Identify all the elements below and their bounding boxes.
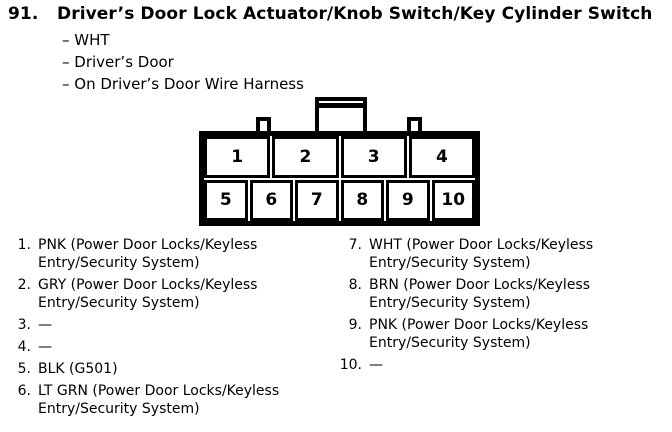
pin-description: WHT (Power Door Locks/Keyless Entry/Secu…: [369, 237, 594, 271]
connector-top-row: 1 2 3 4: [204, 136, 475, 178]
connector-latch-bar: [319, 103, 363, 108]
pin-number: 8.: [348, 277, 362, 293]
pin-description: BRN (Power Door Locks/Keyless Entry/Secu…: [369, 277, 591, 311]
entry-number: 91.: [8, 4, 39, 24]
pin-cell-label: 5: [219, 190, 232, 211]
pin-cell-label: 1: [231, 146, 244, 167]
pin-cell-label: 10: [441, 190, 466, 211]
pin-list-item-8: 8. BRN (Power Door Locks/Keyless Entry/S…: [332, 276, 670, 312]
pin-cell-10: 10: [431, 179, 475, 221]
pin-cell-label: 6: [265, 190, 278, 211]
pin-list-item-7: 7. WHT (Power Door Locks/Keyless Entry/S…: [332, 236, 670, 272]
pin-number: 7.: [348, 237, 362, 253]
connector-body: 1 2 3 4 5 6 7 8 9 10: [199, 131, 480, 226]
pin-description: PNK (Power Door Locks/Keyless Entry/Secu…: [38, 237, 258, 271]
pin-description: LT GRN (Power Door Locks/Keyless Entry/S…: [38, 383, 280, 417]
pin-cell-1: 1: [204, 136, 271, 178]
pin-list-item-2: 2. GRY (Power Door Locks/Keyless Entry/S…: [7, 276, 329, 312]
pin-list-item-10: 10. —: [332, 356, 670, 374]
pin-number: 4.: [17, 339, 31, 355]
pin-number: 1.: [17, 237, 31, 253]
pin-description: —: [38, 317, 52, 333]
pin-number: 9.: [348, 317, 362, 333]
attribute-harness: – On Driver’s Door Wire Harness: [62, 75, 304, 93]
pin-list-right: 7. WHT (Power Door Locks/Keyless Entry/S…: [332, 236, 670, 378]
pin-number: 10.: [339, 357, 362, 373]
connector-rib-right: [407, 117, 422, 133]
attribute-color: – WHT: [62, 31, 110, 49]
pin-number: 5.: [17, 361, 31, 377]
pin-cell-label: 7: [310, 190, 323, 211]
pin-cell-label: 2: [299, 146, 312, 167]
page-title: Driver’s Door Lock Actuator/Knob Switch/…: [57, 4, 653, 24]
attribute-location: – Driver’s Door: [62, 53, 174, 71]
connector-attributes: – WHT – Driver’s Door – On Driver’s Door…: [62, 29, 304, 95]
pin-cell-label: 3: [367, 146, 380, 167]
pin-cell-8: 8: [340, 179, 384, 221]
pin-cell-9: 9: [386, 179, 430, 221]
pin-cell-6: 6: [249, 179, 293, 221]
pin-description: —: [369, 357, 383, 373]
pin-list-item-5: 5. BLK (G501): [7, 360, 329, 378]
pin-list-left: 1. PNK (Power Door Locks/Keyless Entry/S…: [7, 236, 329, 422]
pin-cell-label: 8: [356, 190, 369, 211]
entry-title-row: 91. Driver’s Door Lock Actuator/Knob Swi…: [8, 4, 670, 24]
connector-latch: [315, 97, 367, 133]
pin-list-item-9: 9. PNK (Power Door Locks/Keyless Entry/S…: [332, 316, 670, 352]
pin-description: BLK (G501): [38, 361, 118, 377]
connector-rib-left: [256, 117, 271, 133]
pin-number: 6.: [17, 383, 31, 399]
pin-cell-2: 2: [272, 136, 339, 178]
pin-number: 2.: [17, 277, 31, 293]
connector-bottom-row: 5 6 7 8 9 10: [204, 179, 475, 221]
pin-cell-4: 4: [408, 136, 475, 178]
pin-cell-label: 9: [401, 190, 414, 211]
pin-description: PNK (Power Door Locks/Keyless Entry/Secu…: [369, 317, 589, 351]
pin-cell-3: 3: [340, 136, 407, 178]
pin-cell-5: 5: [204, 179, 248, 221]
pin-list-item-6: 6. LT GRN (Power Door Locks/Keyless Entr…: [7, 382, 329, 418]
pin-list-item-3: 3. —: [7, 316, 329, 334]
pin-list-item-1: 1. PNK (Power Door Locks/Keyless Entry/S…: [7, 236, 329, 272]
pin-list-item-4: 4. —: [7, 338, 329, 356]
pin-cell-7: 7: [295, 179, 339, 221]
pin-description: GRY (Power Door Locks/Keyless Entry/Secu…: [38, 277, 258, 311]
pin-number: 3.: [17, 317, 31, 333]
pin-cell-label: 4: [435, 146, 448, 167]
pin-description: —: [38, 339, 52, 355]
